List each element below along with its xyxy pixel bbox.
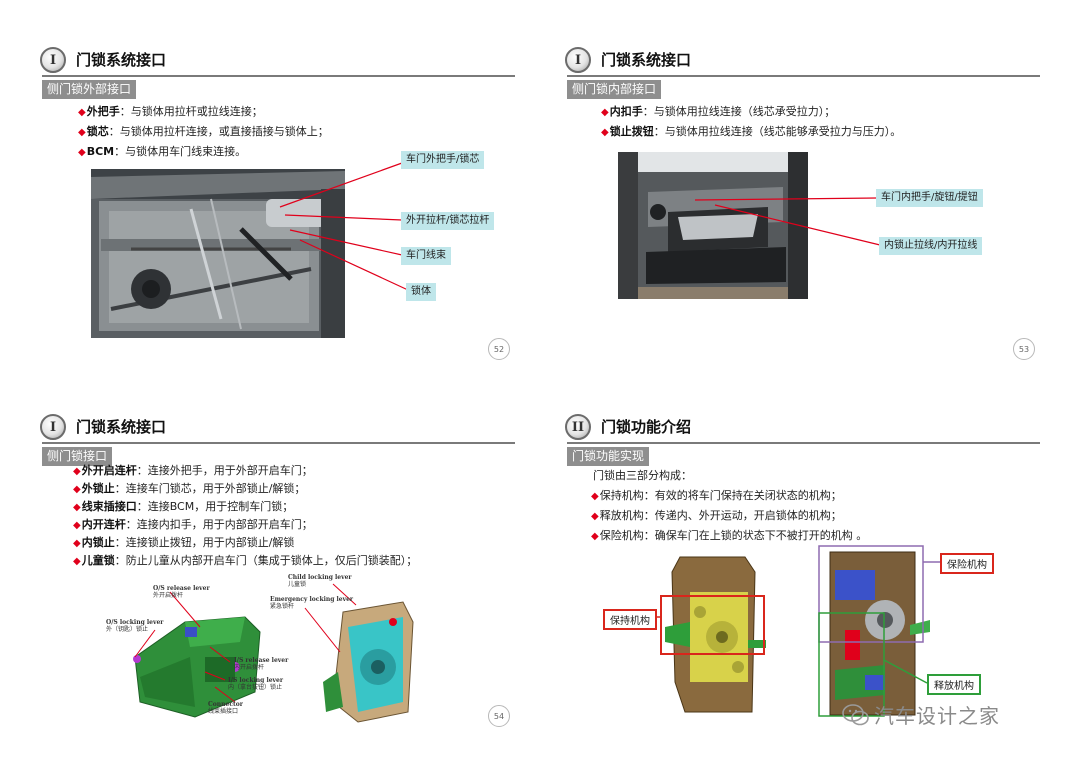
label-hold-mechanism: 保持机构 bbox=[603, 609, 657, 630]
diamond-bullet-icon: ◆ bbox=[73, 538, 81, 549]
slide-54: I 门锁系统接口 侧门锁接口 ◆外开启连杆：连接外把手，用于外部开启车门； ◆外… bbox=[40, 412, 560, 782]
diamond-bullet-icon: ◆ bbox=[73, 556, 81, 567]
page-number: 54 bbox=[488, 705, 510, 727]
diamond-bullet-icon: ◆ bbox=[601, 107, 609, 118]
mechanism-frames bbox=[653, 545, 940, 717]
header-rule bbox=[42, 75, 515, 77]
callout-exterior-handle: 车门外把手/锁芯 bbox=[401, 151, 485, 169]
diamond-bullet-icon: ◆ bbox=[73, 520, 81, 531]
roman-numeral-badge: I bbox=[40, 47, 66, 73]
slide-52: I 门锁系统接口 侧门锁外部接口 ◆外把手：与锁体用拉杆或拉线连接； ◆锁芯：与… bbox=[40, 45, 560, 415]
diamond-bullet-icon: ◆ bbox=[591, 531, 599, 542]
callout-lock-body: 锁体 bbox=[406, 283, 436, 301]
callout-leader-lines bbox=[279, 162, 409, 291]
bullet-item: ◆释放机构：传递内、外开运动，开启锁体的机构； bbox=[591, 509, 842, 522]
bullet-item: ◆外开启连杆：连接外把手，用于外部开启车门； bbox=[73, 464, 313, 477]
callout-leader-lines bbox=[694, 197, 881, 246]
page-number: 52 bbox=[488, 338, 510, 360]
diamond-bullet-icon: ◆ bbox=[78, 107, 86, 118]
roman-numeral-badge: I bbox=[565, 47, 591, 73]
bullet-item: ◆线束插接口：连接BCM，用于控制车门锁； bbox=[73, 500, 294, 513]
page-number: 53 bbox=[1013, 338, 1035, 360]
wechat-icon bbox=[842, 703, 869, 725]
bullet-item: ◆保持机构：有效的将车门保持在关闭状态的机构； bbox=[591, 489, 842, 502]
bullet-item: ◆外锁止：连接车门锁芯，用于外部锁止/解锁； bbox=[73, 482, 306, 495]
bullet-item: ◆内扣手：与锁体用拉线连接（线芯承受拉力）； bbox=[601, 105, 836, 118]
diamond-bullet-icon: ◆ bbox=[591, 511, 599, 522]
section-subtitle: 侧门锁接口 bbox=[42, 447, 113, 466]
lock-diagram-green bbox=[133, 616, 261, 718]
label-safety-mechanism: 保险机构 bbox=[940, 553, 994, 574]
section-subtitle: 侧门锁外部接口 bbox=[42, 80, 137, 99]
header-rule bbox=[567, 442, 1040, 444]
bullet-item: ◆锁芯：与锁体用拉杆连接，或直接插接与锁体上； bbox=[78, 125, 329, 138]
slide-header: I 门锁系统接口 bbox=[40, 45, 515, 77]
diamond-bullet-icon: ◆ bbox=[78, 147, 86, 158]
diamond-bullet-icon: ◆ bbox=[73, 466, 81, 477]
section-subtitle: 门锁功能实现 bbox=[567, 447, 650, 466]
diamond-bullet-icon: ◆ bbox=[591, 491, 599, 502]
bullet-item: ◆儿童锁：防止儿童从内部开启车门（集成于锁体上，仅后门锁装配）； bbox=[73, 554, 418, 567]
lock-diagram-cyan bbox=[323, 601, 414, 723]
slide-title: 门锁功能介绍 bbox=[601, 418, 692, 436]
slide-title: 门锁系统接口 bbox=[76, 51, 167, 69]
bullet-item: ◆保险机构：确保车门在上锁的状态下不被打开的机构 。 bbox=[591, 529, 868, 542]
watermark-text: 汽车设计之家 bbox=[874, 704, 1000, 728]
diamond-bullet-icon: ◆ bbox=[73, 484, 81, 495]
slide-title: 门锁系统接口 bbox=[76, 418, 167, 436]
watermark: 汽车设计之家 bbox=[842, 700, 1000, 729]
lock-figure-mechanism bbox=[829, 551, 930, 716]
roman-numeral-badge: II bbox=[565, 414, 591, 440]
bullet-item: ◆BCM：与锁体用车门线束连接。 bbox=[78, 145, 247, 158]
diamond-bullet-icon: ◆ bbox=[73, 502, 81, 513]
roman-numeral-badge: I bbox=[40, 414, 66, 440]
header-rule bbox=[567, 75, 1040, 77]
header-rule bbox=[42, 442, 515, 444]
bullet-item: ◆外把手：与锁体用拉杆或拉线连接； bbox=[78, 105, 263, 118]
intro-text: 门锁由三部分构成： bbox=[593, 469, 692, 482]
bullet-item: ◆锁止拨钮：与锁体用拉线连接（线芯能够承受拉力与压力）。 bbox=[601, 125, 902, 138]
label-release-mechanism: 释放机构 bbox=[927, 674, 981, 695]
diamond-bullet-icon: ◆ bbox=[78, 127, 86, 138]
slide-53: I 门锁系统接口 侧门锁内部接口 ◆内扣手：与锁体用拉线连接（线芯承受拉力）； … bbox=[565, 45, 1080, 415]
slide-function-intro: II 门锁功能介绍 门锁功能实现 门锁由三部分构成： ◆保持机构：有效的将车门保… bbox=[565, 412, 1080, 782]
diamond-bullet-icon: ◆ bbox=[601, 127, 609, 138]
door-interior-photo bbox=[618, 152, 808, 299]
door-exterior-photo bbox=[91, 169, 345, 338]
slide-header: II 门锁功能介绍 bbox=[565, 412, 1040, 444]
callout-interior-handle: 车门内把手/旋钮/提钮 bbox=[876, 189, 983, 207]
callout-exterior-rod: 外开拉杆/锁芯拉杆 bbox=[401, 212, 495, 230]
bullet-item: ◆内锁止：连接锁止拨钮，用于内部锁止/解锁 bbox=[73, 536, 295, 549]
callout-interior-cable: 内锁止拉线/内开拉线 bbox=[879, 237, 983, 255]
slide-header: I 门锁系统接口 bbox=[40, 412, 515, 444]
diagram-leader-lines bbox=[134, 583, 357, 703]
slide-title: 门锁系统接口 bbox=[601, 51, 692, 69]
slide-header: I 门锁系统接口 bbox=[565, 45, 1040, 77]
section-subtitle: 侧门锁内部接口 bbox=[567, 80, 662, 99]
callout-door-harness: 车门线束 bbox=[401, 247, 451, 265]
bullet-item: ◆内开连杆：连接内扣手，用于内部部开启车门； bbox=[73, 518, 313, 531]
